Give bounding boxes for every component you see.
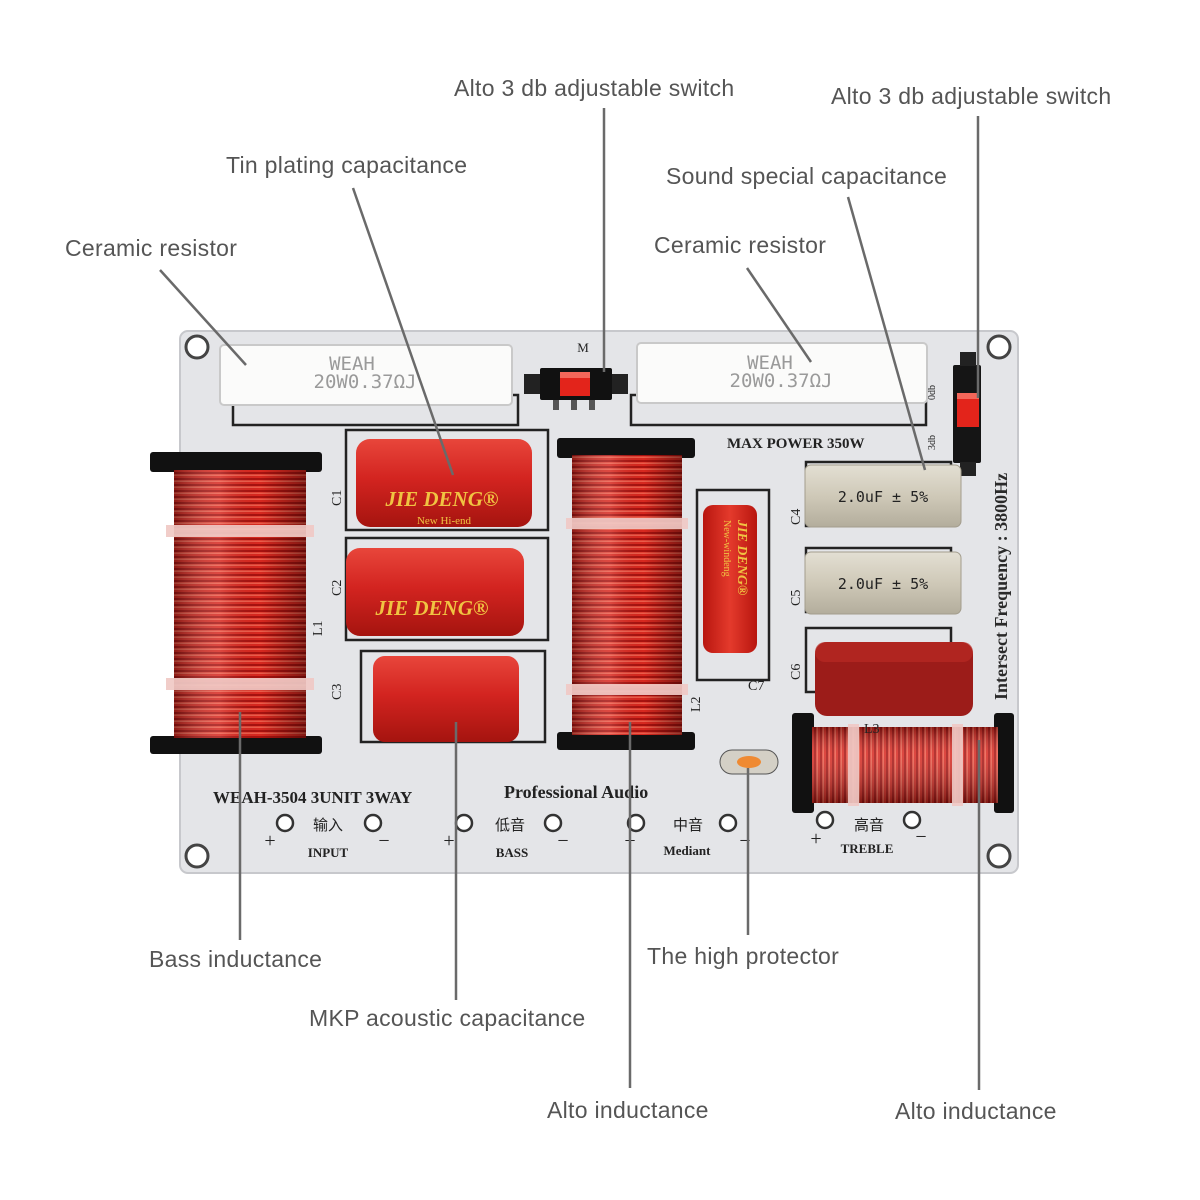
cap-c7-brand: JIE DENG® bbox=[734, 519, 749, 596]
leader-ceramic-right bbox=[745, 267, 813, 363]
treble-cn: 高音 bbox=[854, 817, 884, 834]
treble-plus: + bbox=[810, 828, 821, 850]
callout-alto-inductance-1: Alto inductance bbox=[547, 1097, 709, 1123]
treble-minus: − bbox=[915, 826, 926, 848]
mediant-minus: − bbox=[739, 830, 750, 852]
label-c6: C6 bbox=[789, 664, 804, 680]
cap-c1-brand: JIE DENG® bbox=[384, 487, 498, 511]
leader-sound-special bbox=[846, 196, 927, 471]
label-l1: L1 bbox=[311, 620, 326, 636]
capacitor-c7: JIE DENG® New-windeng C7 bbox=[703, 505, 764, 694]
capacitor-c2: JIE DENG® C2 bbox=[330, 548, 524, 636]
switch-right-0db: 0db bbox=[927, 385, 938, 400]
cap-c2-brand: JIE DENG® bbox=[374, 596, 488, 620]
callout-ceramic-left: Ceramic resistor bbox=[65, 235, 238, 261]
label-c1: C1 bbox=[330, 490, 345, 506]
callout-high-protector: The high protector bbox=[647, 943, 840, 969]
switch-m-label: M bbox=[577, 340, 589, 355]
sound-special-capacitor-c5: 2.0uF ± 5% C5 bbox=[789, 551, 962, 615]
alto-inductor-l3: L3 bbox=[792, 713, 1014, 813]
bass-inductor-l1: L1 bbox=[150, 452, 326, 754]
input-cn: 输入 bbox=[313, 817, 343, 834]
leader-ceramic-left bbox=[159, 269, 247, 366]
ceramic-resistor-right: WEAH 20W0.37ΩJ bbox=[636, 342, 928, 404]
cap-c5-value: 2.0uF ± 5% bbox=[838, 575, 928, 593]
input-plus: + bbox=[264, 830, 275, 852]
intersect-frequency: Intersect Frequency : 3800Hz bbox=[991, 473, 1011, 700]
resistor-left-value: 20W0.37ΩJ bbox=[314, 371, 417, 393]
resistor-right-brand: WEAH bbox=[747, 352, 793, 374]
mounting-holes bbox=[184, 334, 1012, 869]
callout-tin-plating: Tin plating capacitance bbox=[226, 152, 468, 178]
callout-ceramic-right: Ceramic resistor bbox=[654, 232, 827, 258]
callout-bass-inductance: Bass inductance bbox=[149, 946, 323, 972]
callout-alto-switch-2: Alto 3 db adjustable switch bbox=[831, 83, 1112, 109]
ceramic-resistor-left: WEAH 20W0.37ΩJ bbox=[219, 344, 513, 406]
resistor-left-brand: WEAH bbox=[329, 353, 375, 375]
label-c3: C3 bbox=[330, 684, 345, 700]
callout-sound-special: Sound special capacitance bbox=[666, 163, 948, 189]
label-l3: L3 bbox=[864, 722, 880, 737]
label-l2: L2 bbox=[689, 696, 704, 712]
callout-mkp-capacitance: MKP acoustic capacitance bbox=[309, 1005, 586, 1031]
bass-en: BASS bbox=[496, 845, 529, 860]
input-en: INPUT bbox=[308, 845, 349, 860]
cap-c7-sub: New-windeng bbox=[721, 520, 732, 577]
model-label: WEAH-3504 3UNIT 3WAY bbox=[213, 788, 412, 807]
label-c7: C7 bbox=[748, 679, 764, 694]
callout-alto-inductance-2: Alto inductance bbox=[895, 1098, 1057, 1124]
sound-special-capacitor-c4: 2.0uF ± 5% C4 bbox=[789, 464, 962, 528]
tin-plating-capacitor-c1: JIE DENG® New Hi-end C1 bbox=[330, 439, 532, 527]
cap-c1-sub: New Hi-end bbox=[417, 515, 472, 527]
switch-right-3db: 3db bbox=[927, 435, 938, 450]
terminal-input: + − 输入 INPUT bbox=[264, 813, 390, 860]
input-minus: − bbox=[378, 830, 389, 852]
label-c2: C2 bbox=[330, 580, 345, 596]
bass-plus: + bbox=[443, 830, 454, 852]
bass-minus: − bbox=[557, 830, 568, 852]
treble-en: TREBLE bbox=[841, 841, 894, 856]
max-power-label: MAX POWER 350W bbox=[727, 436, 865, 452]
professional-audio-label: Professional Audio bbox=[504, 782, 648, 802]
cap-c4-value: 2.0uF ± 5% bbox=[838, 488, 928, 506]
alto-inductor-l2: L2 bbox=[557, 438, 704, 750]
callout-alto-switch-1: Alto 3 db adjustable switch bbox=[454, 75, 735, 101]
resistor-right-value: 20W0.37ΩJ bbox=[730, 370, 833, 392]
leader-tin-plating bbox=[351, 187, 455, 476]
alto-switch-right: 0db 3db bbox=[927, 352, 981, 476]
capacitor-c6: C6 bbox=[789, 642, 973, 716]
label-c5: C5 bbox=[789, 590, 804, 606]
label-c4: C4 bbox=[789, 509, 804, 525]
terminal-bass: + − 低音 BASS bbox=[443, 813, 569, 860]
terminal-treble: + − 高音 TREBLE bbox=[810, 810, 927, 856]
mkp-capacitor-c3: C3 bbox=[330, 656, 519, 742]
alto-switch-top: M bbox=[524, 340, 628, 410]
mediant-cn: 中音 bbox=[673, 817, 703, 834]
leader-lines bbox=[159, 108, 981, 1090]
mediant-en: Mediant bbox=[664, 843, 712, 858]
bass-cn: 低音 bbox=[495, 817, 525, 834]
